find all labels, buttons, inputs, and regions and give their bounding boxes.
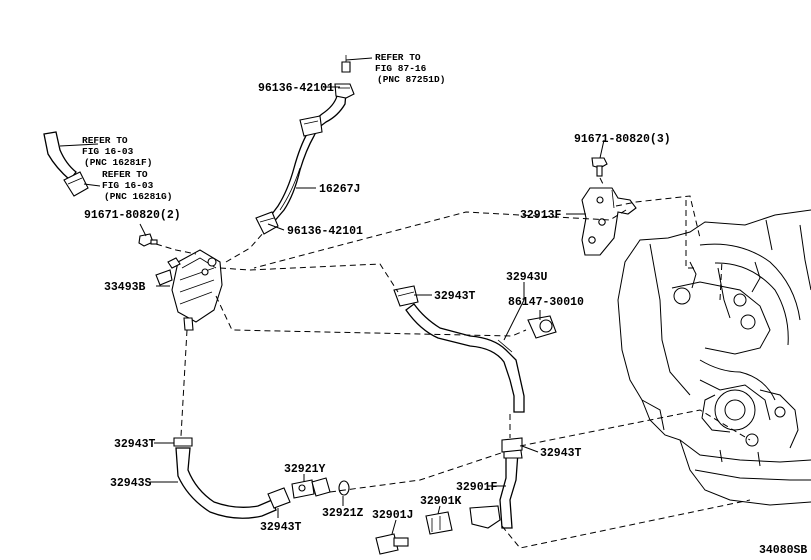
refer-hose-16281f bbox=[43, 131, 77, 181]
refer-clip-16281g bbox=[63, 171, 89, 197]
clamp-32943t-right bbox=[501, 437, 523, 453]
label-91671-80820-3: 91671-80820(3) bbox=[574, 133, 671, 146]
leader-lines bbox=[59, 57, 605, 535]
label-32901k: 32901K bbox=[420, 495, 462, 508]
oring-32921z bbox=[338, 480, 350, 496]
clip-96136-42101-upper bbox=[334, 83, 355, 99]
label-32921z: 32921Z bbox=[322, 507, 364, 520]
label-32943t-bottom: 32943T bbox=[260, 521, 302, 534]
clamp-32943t-upper-hose bbox=[393, 285, 419, 307]
label-16267j: 16267J bbox=[319, 183, 360, 196]
bolt-91671-80820-2 bbox=[138, 233, 158, 247]
label-32943t-left: 32943T bbox=[114, 438, 156, 451]
clip-96136-42101-lower bbox=[255, 211, 279, 235]
label-32913f: 32913F bbox=[520, 209, 562, 222]
label-32921y: 32921Y bbox=[284, 463, 326, 476]
refer-pipe-87-16 bbox=[341, 55, 351, 73]
hose-32943s bbox=[175, 447, 277, 519]
bolt-32901j bbox=[375, 533, 409, 555]
label-32943t-top: 32943T bbox=[434, 290, 476, 303]
label-32901j: 32901J bbox=[372, 509, 413, 522]
label-32901f: 32901F bbox=[456, 481, 498, 494]
ref-16281g-line1: REFER TO bbox=[102, 169, 148, 180]
label-33493b: 33493B bbox=[104, 281, 146, 294]
ref-87-16-line3: (PNC 87251D) bbox=[377, 74, 445, 85]
clip-96136-42101-mid bbox=[299, 115, 323, 137]
ref-16281f-line2: FIG 16-03 bbox=[82, 146, 134, 157]
bracket-32901k bbox=[469, 505, 501, 529]
clamp-32943t-left bbox=[173, 437, 193, 447]
clamp-86147-30010 bbox=[527, 315, 557, 339]
label-32943s: 32943S bbox=[110, 477, 152, 490]
ref-16281f-line3: (PNC 16281F) bbox=[84, 157, 152, 168]
bolt-91671-80820-3 bbox=[591, 157, 608, 177]
ref-87-16-line2: FIG 87-16 bbox=[375, 63, 427, 74]
label-86147-30010: 86147-30010 bbox=[508, 296, 584, 309]
label-32943u: 32943U bbox=[506, 271, 548, 284]
ref-87-16-line1: REFER TO bbox=[375, 52, 421, 63]
union-32901k bbox=[425, 511, 453, 535]
dashed-connection-lines bbox=[155, 177, 751, 549]
clamp-32943t-bottom bbox=[267, 487, 291, 509]
label-32943t-right: 32943T bbox=[540, 447, 582, 460]
ref-16281f-line1: REFER TO bbox=[82, 135, 128, 146]
oil-cooler-33493b bbox=[155, 249, 223, 331]
fitting-32921y bbox=[291, 477, 331, 499]
ref-16281g-line2: FIG 16-03 bbox=[102, 180, 154, 191]
ref-16281g-line3: (PNC 16281G) bbox=[104, 191, 172, 202]
reference-notes: REFER TO FIG 87-16 (PNC 87251D) REFER TO… bbox=[82, 52, 445, 202]
label-96136-42101-bottom: 96136-42101 bbox=[287, 225, 363, 238]
transmission-housing bbox=[617, 209, 811, 506]
figure-id: 34080SB bbox=[759, 544, 807, 557]
hose-32943u bbox=[405, 303, 525, 413]
label-91671-80820-2: 91671-80820(2) bbox=[84, 209, 181, 222]
bracket-32913f bbox=[581, 187, 637, 256]
part-labels: 96136-42101 16267J 96136-42101 91671-808… bbox=[84, 82, 671, 534]
label-96136-42101-top: 96136-42101 bbox=[258, 82, 334, 95]
hose-16267j bbox=[264, 91, 347, 225]
